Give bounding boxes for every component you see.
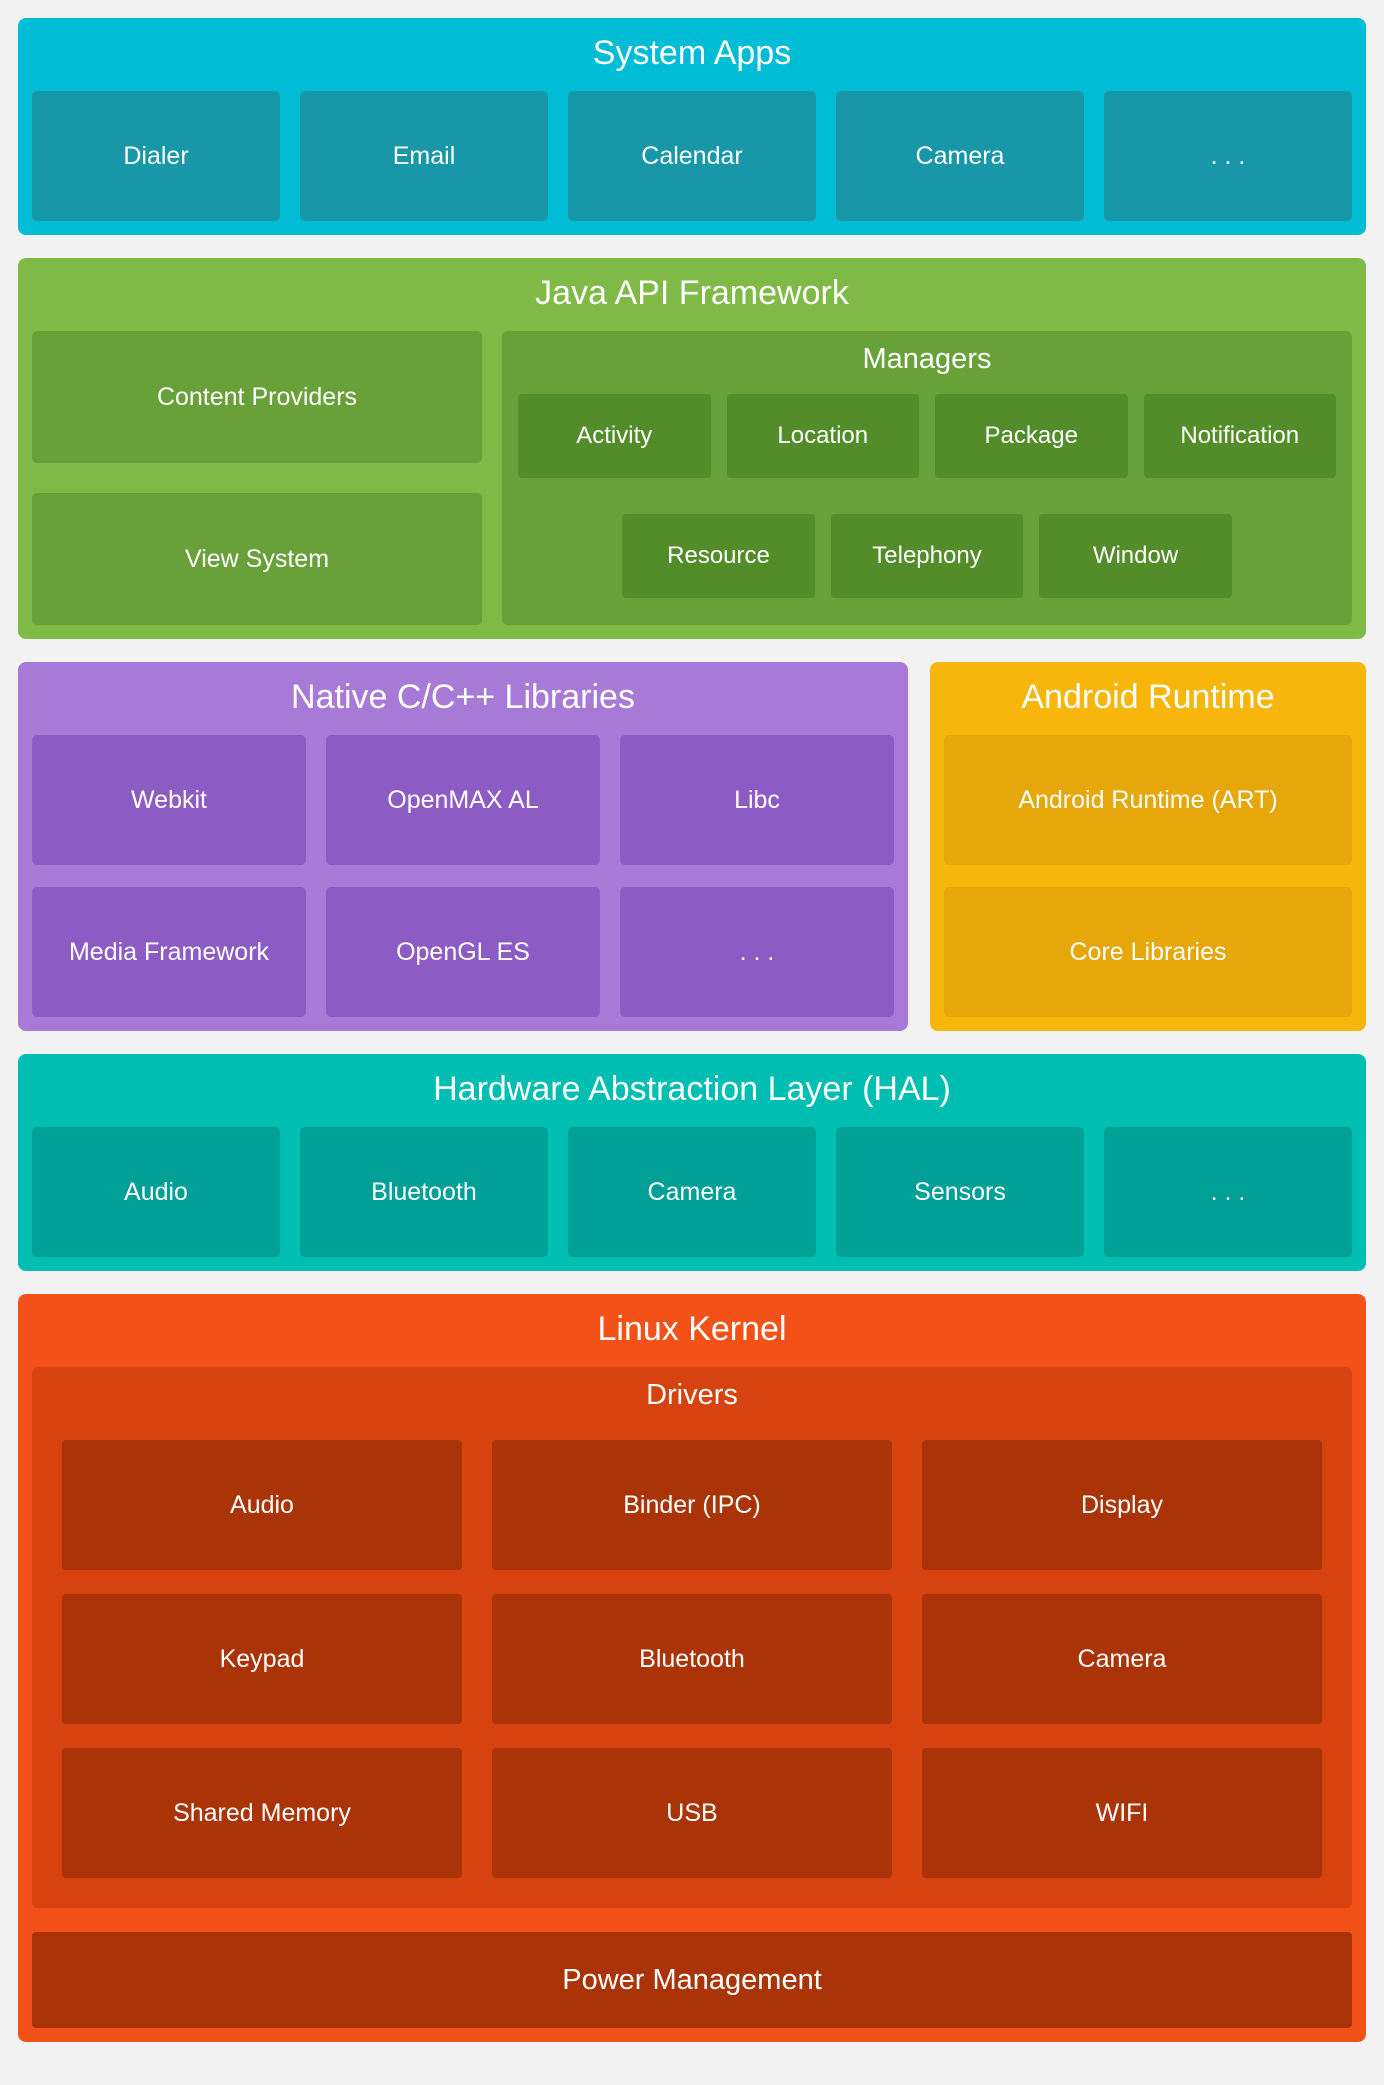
manager-location: Location [726, 394, 919, 478]
managers-row-1: Activity Location Package Notification [518, 394, 1336, 478]
hal-camera: Camera [568, 1127, 816, 1257]
linux-kernel-title: Linux Kernel [597, 1310, 787, 1348]
driver-wifi: WIFI [922, 1748, 1322, 1878]
lib-openmax-al: OpenMAX AL [326, 735, 600, 865]
layer-hal: Hardware Abstraction Layer (HAL) Audio B… [18, 1054, 1366, 1271]
driver-usb: USB [492, 1748, 892, 1878]
core-libraries-box: Core Libraries [944, 887, 1352, 1017]
java-api-left-column: Content Providers View System [32, 331, 482, 625]
android-runtime-title: Android Runtime [1021, 678, 1275, 716]
hal-title: Hardware Abstraction Layer (HAL) [433, 1070, 951, 1108]
layer-android-runtime: Android Runtime Android Runtime (ART) Co… [930, 662, 1366, 1031]
drivers-grid: Audio Binder (IPC) Display Keypad Blueto… [62, 1440, 1322, 1878]
managers-title: Managers [862, 343, 992, 375]
native-and-runtime-row: Native C/C++ Libraries Webkit OpenMAX AL… [18, 662, 1366, 1031]
system-apps-ellipsis: . . . [1104, 91, 1352, 221]
hal-row: Audio Bluetooth Camera Sensors . . . [32, 1127, 1352, 1257]
managers-row-2: Resource Telephony Window [518, 514, 1336, 598]
layer-linux-kernel: Linux Kernel Drivers Audio Binder (IPC) … [18, 1294, 1366, 2042]
native-libraries-ellipsis: . . . [620, 887, 894, 1017]
manager-resource: Resource [622, 514, 815, 598]
driver-bluetooth: Bluetooth [492, 1594, 892, 1724]
native-libraries-title: Native C/C++ Libraries [291, 678, 635, 716]
lib-libc: Libc [620, 735, 894, 865]
manager-telephony: Telephony [830, 514, 1024, 598]
driver-display: Display [922, 1440, 1322, 1570]
system-apps-row: Dialer Email Calendar Camera . . . [32, 91, 1352, 221]
layer-system-apps: System Apps Dialer Email Calendar Camera… [18, 18, 1366, 235]
manager-activity: Activity [518, 394, 711, 478]
driver-shared-memory: Shared Memory [62, 1748, 462, 1878]
layer-java-api-framework: Java API Framework Content Providers Vie… [18, 258, 1366, 639]
power-management-box: Power Management [32, 1932, 1352, 2028]
native-libraries-grid: Webkit OpenMAX AL Libc Media Framework O… [32, 735, 894, 1017]
system-app-camera: Camera [836, 91, 1084, 221]
driver-binder-ipc: Binder (IPC) [492, 1440, 892, 1570]
system-app-email: Email [300, 91, 548, 221]
system-apps-title: System Apps [592, 34, 792, 72]
driver-audio: Audio [62, 1440, 462, 1570]
system-app-calendar: Calendar [568, 91, 816, 221]
lib-webkit: Webkit [32, 735, 306, 865]
manager-package: Package [935, 394, 1128, 478]
hal-ellipsis: . . . [1104, 1127, 1352, 1257]
system-app-dialer: Dialer [32, 91, 280, 221]
lib-opengl-es: OpenGL ES [326, 887, 600, 1017]
drivers-title: Drivers [646, 1379, 738, 1411]
hal-sensors: Sensors [836, 1127, 1084, 1257]
content-providers-box: Content Providers [32, 331, 482, 463]
manager-window: Window [1039, 514, 1232, 598]
hal-audio: Audio [32, 1127, 280, 1257]
managers-group: Managers Activity Location Package Notif… [502, 331, 1352, 625]
java-api-title: Java API Framework [535, 274, 849, 312]
driver-keypad: Keypad [62, 1594, 462, 1724]
driver-camera: Camera [922, 1594, 1322, 1724]
lib-media-framework: Media Framework [32, 887, 306, 1017]
android-runtime-art-box: Android Runtime (ART) [944, 735, 1352, 865]
java-api-body: Content Providers View System Managers A… [32, 331, 1352, 625]
hal-bluetooth: Bluetooth [300, 1127, 548, 1257]
android-runtime-column: Android Runtime (ART) Core Libraries [944, 735, 1352, 1017]
view-system-box: View System [32, 493, 482, 625]
layer-native-libraries: Native C/C++ Libraries Webkit OpenMAX AL… [18, 662, 908, 1031]
drivers-group: Drivers Audio Binder (IPC) Display Keypa… [32, 1367, 1352, 1908]
manager-notification: Notification [1143, 394, 1336, 478]
